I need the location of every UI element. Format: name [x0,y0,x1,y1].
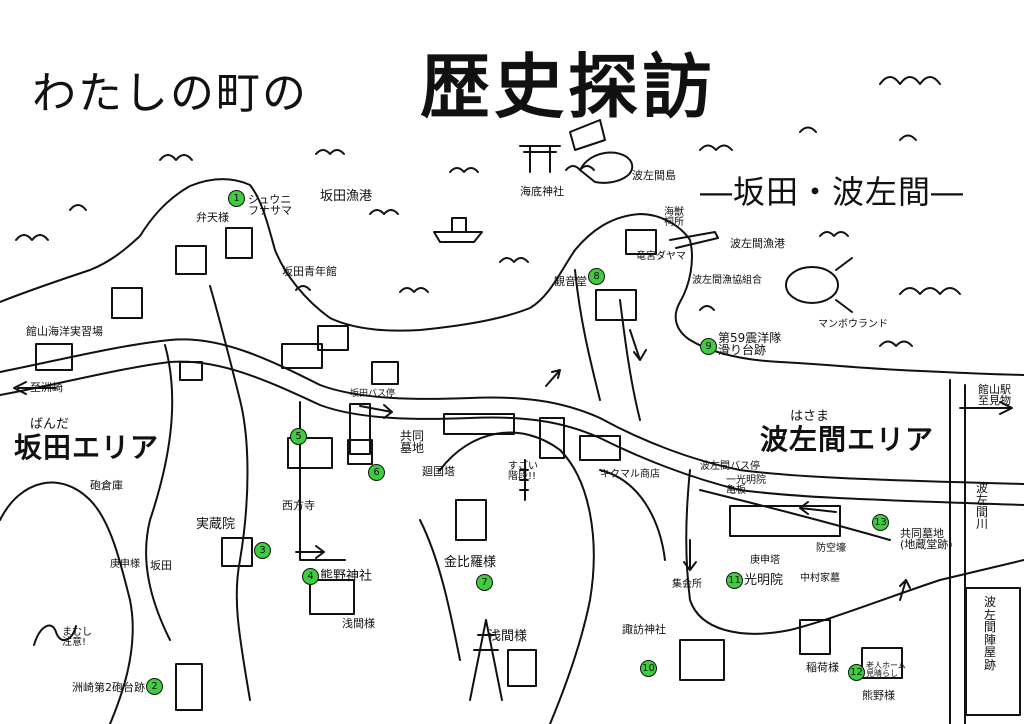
marker-11[interactable]: 11 [726,572,743,589]
marker-12[interactable]: 12 [848,664,865,681]
marker-5[interactable]: 5 [290,428,307,445]
manbou [785,266,839,304]
marker-4[interactable]: 4 [302,568,319,585]
label-hasama-river: 波 左 間 川 [976,481,989,531]
label-boukuugou: 防空壕 [816,543,846,554]
label-mouren: 廻国塔 [422,465,455,478]
caption-8: 観音堂 [554,275,587,288]
map-subtitle: ―坂田・波左間― [700,173,965,211]
label-sakata-danchi: 坂田 [150,559,172,572]
label-manbou-land: マンボウランド [818,319,888,330]
map-title-prefix: わたしの町の [32,68,308,119]
label-benten: 弁天様 [196,211,229,224]
hasama-jinya-box [965,587,1021,716]
label-fishery-center: 館山海洋実習場 [26,325,103,338]
caption-3: 実蔵院 [196,517,236,532]
marker-10[interactable]: 10 [640,660,657,677]
hasama-area-label: 波左間エリア [760,423,935,456]
caption-2: 洲崎第2砲台跡 [72,681,145,694]
hasama-island [579,151,634,184]
boat [433,217,483,243]
label-hasama-port: 波左間漁港 [730,237,785,250]
label-kaisoku: 海獣 祠所 [664,207,684,228]
sakata-area-label: 坂田エリア [14,431,160,464]
label-sengen: 浅間様 [488,629,528,644]
marker-9[interactable]: 9 [700,338,717,355]
label-gyokyo: 波左間漁協組合 [692,275,762,286]
label-kaigan: 砲倉庫 [90,479,123,492]
label-kyodo-bochi-2: 共同墓地 (地蔵堂跡) [900,527,953,551]
label-kaitei-jinja: 海底神社 [520,185,564,198]
hasama-reading: はさま [790,409,830,424]
marker-3[interactable]: 3 [254,542,271,559]
label-hasama-bus: 波左間バス停 [700,461,760,472]
marker-8[interactable]: 8 [588,268,605,285]
sakata-reading: ばんだ [30,417,70,432]
marker-7[interactable]: 7 [476,574,493,591]
label-kumano-2: 熊野様 [862,689,895,702]
caption-11: 光明院 [744,573,784,588]
marker-13[interactable]: 13 [872,514,889,531]
caption-9: 第59震洋隊 滑り台跡 [718,331,782,357]
label-seinenkan: 坂田青年館 [282,265,337,278]
label-stairs: すごい 階段!! [508,461,538,482]
label-sakata-port: 坂田漁港 [320,189,373,204]
label-mamushi: まむし 注意! [62,627,92,648]
caption-12: 稲荷様 [806,661,839,674]
map-title: 歴史探訪 [420,46,716,128]
label-kyodo-bochi: 共同 墓地 [400,429,425,455]
label-hasama-jinya: 波 左 間 陣 屋 跡 [984,595,997,672]
label-jizo: 庚申様 [110,559,140,570]
label-shuukaijo: 集会所 [672,579,702,590]
main-road [0,338,1024,485]
label-koushinto: 庚申塔 [750,555,780,566]
label-sakata-bus: 坂田バス停 [350,389,396,399]
marker-1[interactable]: 1 [228,190,245,207]
caption-1: ジュウニ フナサマ [248,193,292,217]
marker-6[interactable]: 6 [368,464,385,481]
label-sengen-2: 浅間様 [342,617,375,630]
label-rouzin: 老人ホーム 見晴らし [866,661,906,678]
caption-4: 熊野神社 [320,569,373,584]
label-ryugu: 竜宮ダヤマ [636,251,686,262]
label-to-suzaki: 至洲崎 [30,381,63,394]
marker-2[interactable]: 2 [146,678,163,695]
coastline-sakata [0,178,1024,376]
label-saihoji: 西方寺 [282,499,315,512]
label-kimaru: キクマル商店 [600,469,660,480]
label-nakamura: 中村家墓 [800,573,840,584]
breakwater [669,231,719,249]
label-hasama-island: 波左間島 [632,169,676,182]
caption-7: 金比羅様 [444,555,497,570]
label-koumyouin-kame: 一光明院 亀板 [726,475,766,496]
caption-10: 諏訪神社 [622,623,666,636]
label-to-tateyama: 館山駅 至見物 [978,383,1011,407]
